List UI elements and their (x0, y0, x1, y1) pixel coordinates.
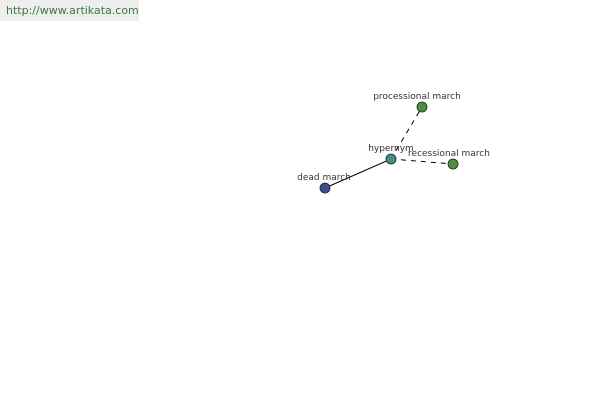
edge-hypernym-dead-march (324, 158, 392, 189)
watermark-url: http://www.artikata.com (0, 0, 139, 21)
edges-layer (324, 106, 454, 189)
node-label-hypernym[interactable]: hypernym (368, 144, 414, 154)
node-label-processional-march[interactable]: processional march (373, 92, 461, 102)
labels-layer: hypernym processional march recessional ma… (297, 92, 490, 183)
node-dead-march[interactable] (319, 182, 331, 194)
node-label-dead-march[interactable]: dead march (297, 173, 351, 183)
node-processional-march[interactable] (416, 101, 428, 113)
nodes-layer (319, 101, 459, 194)
edge-hypernym-processional-march (390, 106, 423, 160)
node-recessional-march[interactable] (447, 158, 459, 170)
node-hypernym[interactable] (385, 153, 397, 165)
node-label-recessional-march[interactable]: recessional march (408, 149, 490, 159)
edge-hypernym-recessional-march (390, 158, 454, 165)
